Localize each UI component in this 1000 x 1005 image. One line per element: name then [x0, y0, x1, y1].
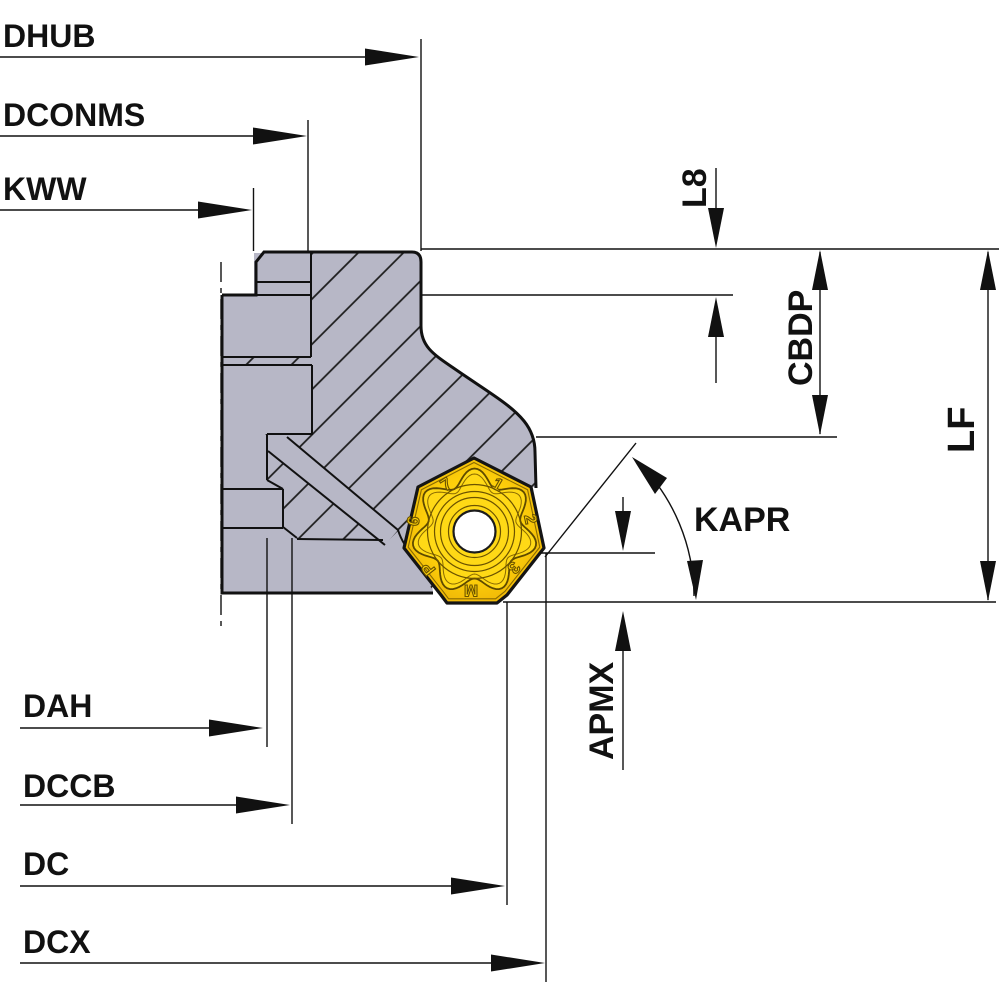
cutter-body-bottom-outline: [220, 295, 433, 595]
body-feature-lines: [222, 253, 429, 569]
insert-marking-m: M: [464, 581, 478, 600]
dconms-arrowhead: [253, 127, 307, 145]
dimension-kww: KWW: [0, 171, 255, 251]
dah-arrowhead: [209, 719, 263, 737]
dimension-kapr: KAPR: [544, 442, 790, 600]
apmx-label: APMX: [583, 661, 621, 760]
dcx-arrowhead: [491, 954, 545, 972]
dc-label: DC: [23, 846, 69, 882]
insert-seat-wedge: [268, 437, 398, 545]
insert-clamping-contour-inner: [417, 473, 532, 585]
reference-lines: [421, 248, 999, 603]
bore-lower-block: [222, 490, 282, 528]
l8-upper-arrowhead: [708, 208, 724, 248]
kww-label: KWW: [3, 171, 87, 207]
keyway-block: [254, 253, 311, 295]
cbdp-upper-arrowhead: [812, 250, 828, 290]
kapr-lower-arrowhead: [687, 560, 703, 600]
dimension-cbdp: CBDP: [782, 250, 828, 435]
dimension-dc: DC: [20, 602, 508, 905]
insert-boss-ring-1: [426, 483, 523, 580]
dcx-label: DCX: [23, 924, 91, 960]
apmx-upper-arrowhead: [615, 511, 631, 551]
insert-marking-2: 2: [520, 512, 541, 525]
dccb-arrowhead: [236, 796, 290, 814]
dimension-apmx: APMX: [583, 497, 631, 770]
cutter-body-outline: [222, 250, 538, 489]
dimension-dccb: DCCB: [20, 538, 293, 824]
insert-screw-hole: [452, 509, 497, 554]
dhub-arrowhead: [365, 48, 419, 66]
dah-label: DAH: [23, 688, 92, 724]
bore-mid-block: [222, 366, 312, 434]
lf-upper-arrowhead: [980, 250, 996, 290]
insert-boss-ring-4: [447, 504, 502, 559]
kapr-angle-arc: [637, 461, 695, 597]
dimension-lf: LF: [941, 250, 996, 601]
bore-step-block: [222, 435, 267, 489]
dimension-l8: L8: [676, 168, 724, 383]
flange-front-face: [222, 528, 433, 593]
insert-inner-edge: [407, 461, 541, 600]
l8-label: L8: [676, 168, 714, 208]
bore-upper-block: [222, 296, 311, 357]
lf-lower-arrowhead: [980, 561, 996, 601]
dimension-dcx: DCX: [20, 553, 547, 982]
apmx-lower-arrowhead: [615, 611, 631, 651]
dimension-dconms: DCONMS: [0, 97, 309, 251]
kapr-edge-line: [544, 442, 637, 558]
cbdp-lower-arrowhead: [812, 395, 828, 435]
insert-marking-6: 6: [403, 514, 424, 527]
dconms-label: DCONMS: [3, 97, 145, 133]
insert-boss-ring-3: [439, 496, 510, 567]
kapr-upper-arrowhead: [632, 457, 667, 494]
insert: 7 1 6 2 P 3 M: [402, 456, 546, 605]
dimension-dah: DAH: [20, 538, 268, 747]
cutter-body: [220, 250, 538, 595]
dimension-dhub: DHUB: [0, 18, 422, 251]
kapr-label: KAPR: [694, 501, 790, 539]
kww-arrowhead: [198, 201, 252, 219]
cbdp-label: CBDP: [782, 290, 820, 386]
dccb-label: DCCB: [23, 768, 115, 804]
lf-label: LF: [941, 407, 983, 453]
l8-lower-arrowhead: [708, 297, 724, 337]
insert-boss-ring-2: [433, 490, 516, 573]
dhub-label: DHUB: [3, 18, 95, 54]
dc-arrowhead: [451, 877, 505, 895]
